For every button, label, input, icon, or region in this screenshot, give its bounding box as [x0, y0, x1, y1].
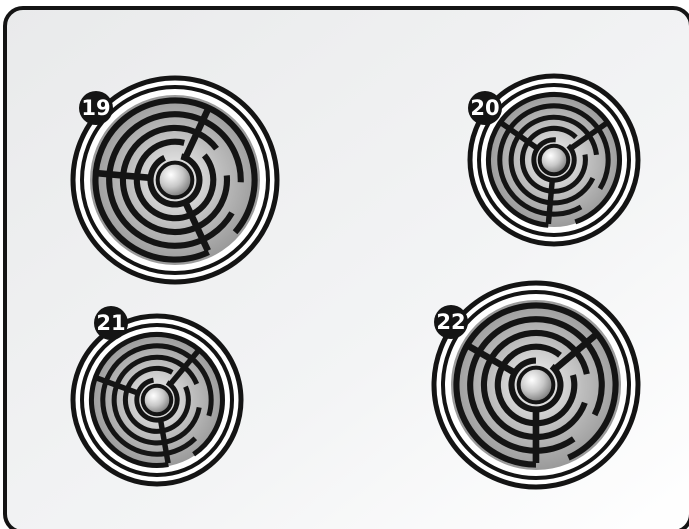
callout-number: 22: [436, 310, 465, 334]
callout-number: 20: [470, 96, 499, 120]
center-hub: [158, 163, 193, 198]
callout-number: 21: [96, 311, 125, 335]
burner-22: 22: [434, 283, 638, 487]
center-hub: [540, 146, 569, 175]
burner-19: 19: [73, 78, 277, 282]
callout-number: 19: [81, 96, 110, 120]
center-hub: [143, 386, 172, 415]
center-hub: [519, 368, 554, 403]
burner-20: 20: [468, 76, 638, 244]
